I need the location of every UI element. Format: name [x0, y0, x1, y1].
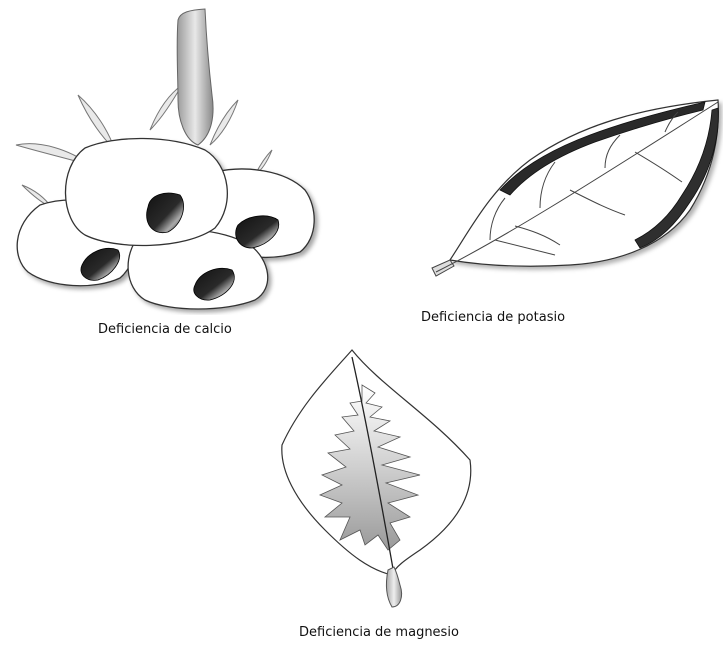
potassium-leaf-drawing: [420, 90, 723, 290]
caption-potassium: Deficiencia de potasio: [421, 310, 565, 325]
caption-calcium: Deficiencia de calcio: [98, 322, 232, 337]
fruit-center: [65, 138, 227, 245]
calcium-fruit-cluster-drawing: [0, 0, 330, 315]
potassium-deficiency-illustration: [420, 90, 723, 290]
petiole: [386, 567, 401, 607]
leaf-blade: [450, 100, 718, 266]
caption-magnesium: Deficiencia de magnesio: [299, 625, 459, 640]
sepal: [150, 85, 182, 130]
magnesium-deficiency-illustration: [270, 345, 480, 610]
calcium-deficiency-illustration: [0, 0, 330, 315]
magnesium-leaf-drawing: [270, 345, 480, 610]
sepal: [210, 100, 238, 145]
stem: [177, 9, 213, 145]
